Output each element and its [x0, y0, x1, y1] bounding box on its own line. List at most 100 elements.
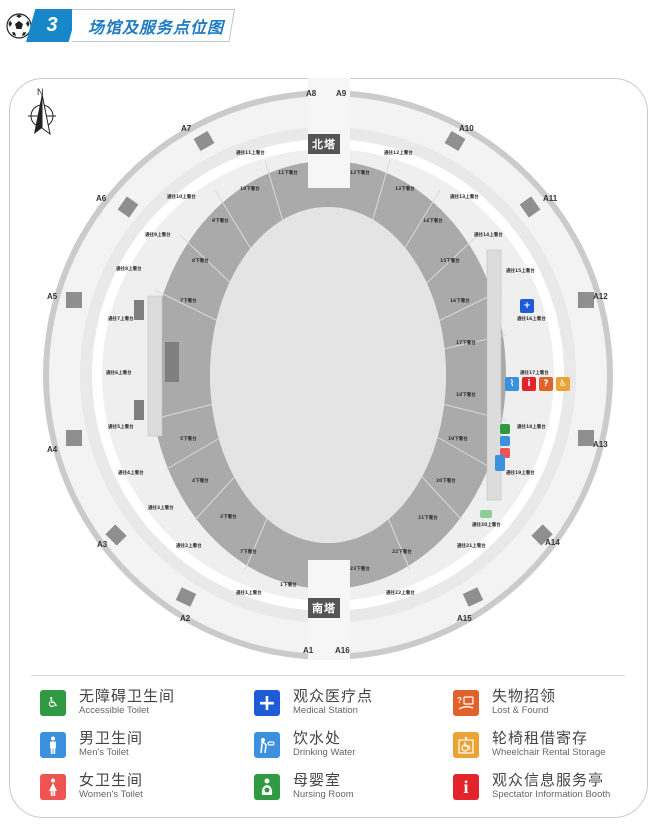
lower-stand-23: 23下看台: [350, 567, 370, 572]
legend-label-en: Wheelchair Rental Storage: [492, 747, 606, 758]
stadium-map: [43, 90, 613, 660]
passage-1: 通往1上看台: [236, 591, 262, 596]
accessible-toilet-icon: ♿: [40, 690, 66, 716]
legend-label-en: Women's Toilet: [79, 789, 143, 800]
lower-stand-12: 12下看台: [350, 171, 370, 176]
gate-a15: A15: [457, 614, 472, 623]
gate-a1: A1: [303, 646, 314, 655]
lower-stand-19: 19下看台: [448, 437, 468, 442]
passage-13: 通往13上看台: [450, 195, 479, 200]
legend-label-en: Nursing Room: [293, 789, 354, 800]
lower-stand-7-side: 7下看台: [180, 299, 197, 304]
legend-label-cn: 轮椅租借寄存: [492, 729, 589, 747]
legend-label-en: Spectator Information Booth: [492, 789, 611, 800]
map-nursing-room-icon[interactable]: [500, 424, 510, 434]
gate-a9: A9: [336, 89, 347, 98]
passage-11: 通往11上看台: [236, 151, 265, 156]
lower-stand-1: 1下看台: [280, 583, 297, 588]
lower-stand-13: 13下看台: [395, 187, 415, 192]
drinking-water-icon: [254, 732, 280, 758]
gate-a4: A4: [47, 445, 58, 454]
svg-text:?: ?: [457, 696, 462, 705]
lower-stand-9: 9下看台: [212, 219, 229, 224]
lost-found-icon: ?: [453, 690, 479, 716]
lower-stand-16: 16下看台: [450, 299, 470, 304]
lower-stand-21: 21下看台: [418, 516, 438, 521]
lower-stand-20: 20下看台: [436, 479, 456, 484]
passage-16: 通往16上看台: [517, 317, 546, 322]
wheelchair-rental-icon: [453, 732, 479, 758]
gate-a6: A6: [96, 194, 107, 203]
map-mens-toilet-icon[interactable]: [500, 436, 510, 446]
info-booth-icon: i: [453, 774, 479, 800]
medical-cross-icon: +: [254, 690, 280, 716]
map-info-booth-icon[interactable]: i: [522, 377, 536, 391]
passage-17: 通往17上看台: [520, 371, 549, 376]
lower-stand-14: 14下看台: [423, 219, 443, 224]
north-compass-icon: [28, 93, 56, 136]
map-accessible-toilet-icon[interactable]: [480, 510, 492, 518]
lower-stand-15: 15下看台: [440, 259, 460, 264]
gate-a16: A16: [335, 646, 350, 655]
passage-12: 通往12上看台: [384, 151, 413, 156]
lower-stand-10: 10下看台: [240, 187, 260, 192]
map-lost-found-icon[interactable]: ?: [539, 377, 553, 391]
passage-5: 通往5上看台: [108, 425, 134, 430]
gate-a2: A2: [180, 614, 191, 623]
map-womens-toilet-icon[interactable]: [500, 448, 510, 458]
compass-label: N: [37, 87, 44, 97]
lower-stand-18: 18下看台: [456, 393, 476, 398]
gate-a13: A13: [593, 440, 608, 449]
legend-label-en: Medical Station: [293, 705, 358, 716]
north-tower-label: 北塔: [308, 134, 340, 154]
passage-6: 通往6上看台: [106, 371, 132, 376]
gate-a11: A11: [543, 194, 558, 203]
lower-stand-22: 22下看台: [392, 550, 412, 555]
legend-label-en: Men's Toilet: [79, 747, 129, 758]
gate-a8: A8: [306, 89, 317, 98]
lower-stand-11: 11下看台: [278, 171, 298, 176]
gate-a14: A14: [545, 538, 560, 547]
section-number: 3: [46, 14, 58, 36]
passage-20: 通往20上看台: [472, 523, 501, 528]
legend-label-en: Drinking Water: [293, 747, 356, 758]
legend-label-cn: 母婴室: [293, 771, 342, 789]
lower-stand-3: 3下看台: [220, 515, 237, 520]
map-medical-station-icon[interactable]: +: [520, 299, 534, 313]
title-frame: [72, 9, 235, 42]
passage-4: 通往4上看台: [118, 471, 144, 476]
nursing-room-icon: [254, 774, 280, 800]
mens-toilet-icon: [40, 732, 66, 758]
gate-a7: A7: [181, 124, 192, 133]
legend-label-cn: 观众医疗点: [293, 687, 374, 705]
legend-label-cn: 失物招领: [492, 687, 557, 705]
legend-divider: [31, 675, 625, 676]
gate-a10: A10: [459, 124, 474, 133]
passage-7: 通往7上看台: [108, 317, 134, 322]
lower-stand-7: 7下看台: [240, 550, 257, 555]
map-mens-toilet-icon-2[interactable]: [495, 455, 505, 471]
lower-stand-5: 5下看台: [180, 437, 197, 442]
passage-9: 通往9上看台: [145, 233, 171, 238]
section-header: 3 场馆及服务点位图: [0, 0, 657, 50]
legend-label-en: Lost & Found: [492, 705, 549, 716]
gate-a5: A5: [47, 292, 58, 301]
map-wheelchair-rental-icon[interactable]: ♿: [556, 377, 570, 391]
legend-label-cn: 无障碍卫生间: [79, 687, 176, 705]
map-drinking-water-icon[interactable]: ⌇: [505, 377, 519, 391]
legend-label-cn: 女卫生间: [79, 771, 144, 789]
passage-22: 通往22上看台: [386, 591, 415, 596]
passage-15: 通往15上看台: [506, 269, 535, 274]
legend-label-cn: 饮水处: [293, 729, 342, 747]
page-title: 场馆及服务点位图: [88, 17, 225, 37]
legend-label-cn: 男卫生间: [79, 729, 144, 747]
legend-label-cn: 观众信息服务亭: [492, 771, 605, 789]
passage-19: 通往19上看台: [506, 471, 535, 476]
lower-stand-8: 8下看台: [192, 259, 209, 264]
section-number-badge: 3: [26, 9, 78, 42]
legend-label-en: Accessible Toilet: [79, 705, 150, 716]
south-tower-label: 南塔: [308, 598, 340, 618]
passage-2: 通往2上看台: [176, 544, 202, 549]
gate-a12: A12: [593, 292, 608, 301]
passage-18: 通往18上看台: [517, 425, 546, 430]
